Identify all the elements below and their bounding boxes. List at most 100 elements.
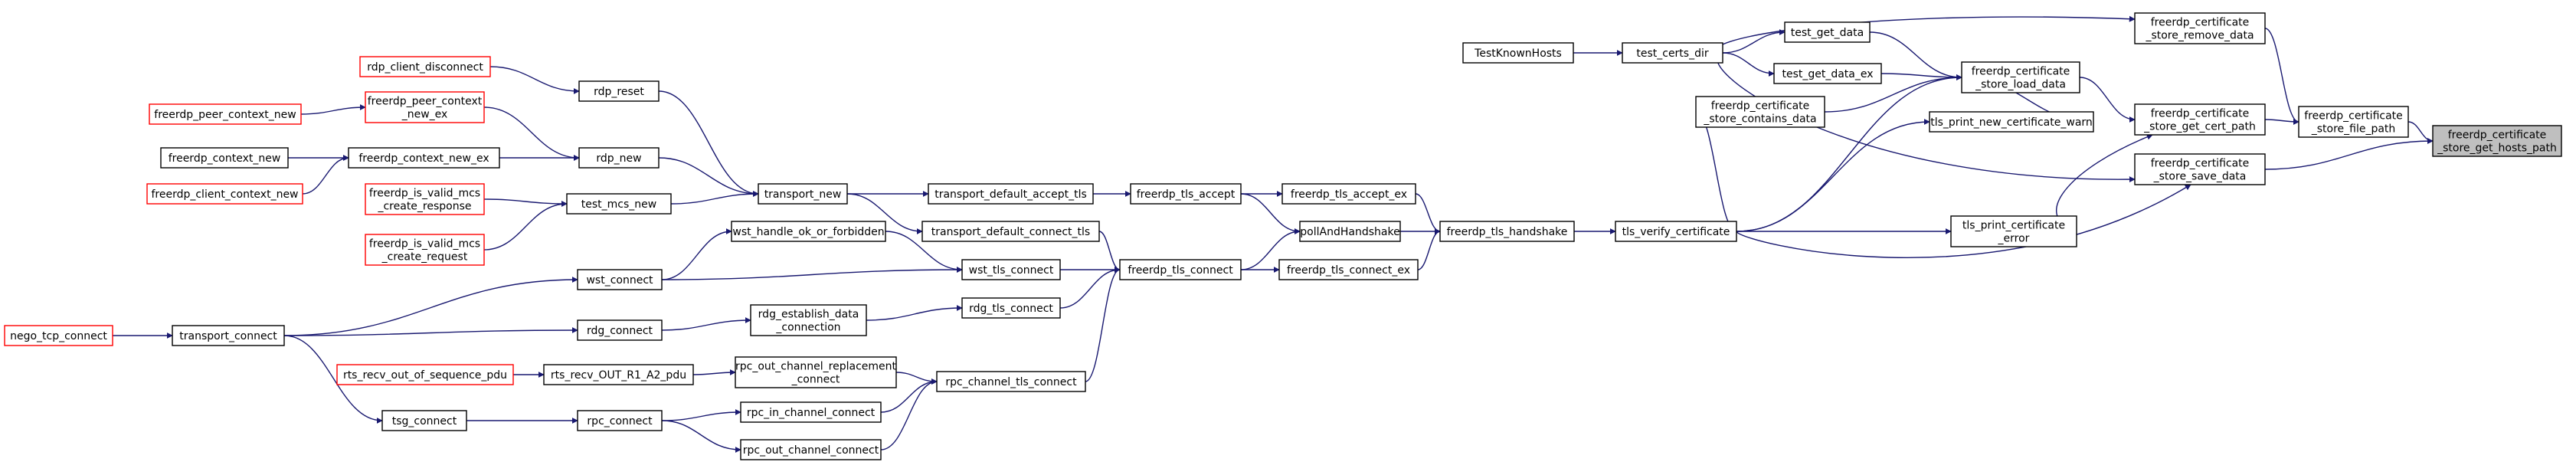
- node-rpc-out-channel-replacement-connect[interactable]: rpc_out_channel_replacement_connect: [735, 356, 897, 388]
- node-box: [961, 259, 1061, 280]
- node-box: [543, 364, 694, 385]
- node-label: freerdp_context_new_ex: [358, 152, 489, 165]
- edge-n_rpc_replace-to-n_rpc_tls: [895, 372, 938, 385]
- node-box: [936, 371, 1086, 392]
- edge-path: [1695, 109, 1737, 232]
- node-transport-default-connect-tls[interactable]: transport_default_connect_tls: [921, 221, 1100, 242]
- node-freerdp-tls-handshake[interactable]: freerdp_tls_handshake: [1439, 221, 1575, 242]
- node-box: [1961, 61, 2080, 93]
- node-rts-recv-out-of-sequence-pdu[interactable]: rts_recv_out_of_sequence_pdu: [336, 364, 514, 385]
- node-label: rdg_connect: [587, 325, 653, 337]
- node-tsg-connect[interactable]: tsg_connect: [381, 410, 467, 431]
- node-rdg-tls-connect[interactable]: rdg_tls_connect: [961, 297, 1061, 319]
- node-box: [1784, 21, 1871, 43]
- node-freerdp-certificate-store-save-data[interactable]: freerdp_certificate_store_save_data: [2134, 153, 2266, 185]
- node-freerdp-tls-connect-ex[interactable]: freerdp_tls_connect_ex: [1278, 259, 1419, 280]
- node-tls-print-certificate-error[interactable]: tls_print_certificate_error: [1950, 215, 2077, 247]
- node-label: _store_file_path: [2311, 123, 2396, 136]
- node-rts-recv-out-r1-a2-pdu[interactable]: rts_recv_OUT_R1_A2_pdu: [543, 364, 694, 385]
- node-rdp-new[interactable]: rdp_new: [578, 147, 660, 169]
- node-rdg-establish-data-connection[interactable]: rdg_establish_data_connection: [750, 304, 867, 336]
- node-label: _store_load_data: [1975, 79, 2066, 91]
- edge-path: [692, 369, 736, 376]
- node-freerdp-tls-connect[interactable]: freerdp_tls_connect: [1119, 259, 1242, 280]
- node-label: wst_handle_ok_or_forbidden: [732, 226, 884, 238]
- node-wst-handle-ok-or-forbidden[interactable]: wst_handle_ok_or_forbidden: [731, 221, 886, 242]
- edge-path: [2264, 28, 2299, 125]
- node-label: _connect: [791, 374, 840, 386]
- node-label: transport_default_accept_tls: [934, 188, 1087, 201]
- node-freerdp-context-new[interactable]: freerdp_context_new: [160, 147, 289, 169]
- edge-n_rdg_establish-to-n_rdg_tls: [866, 305, 963, 321]
- node-label: freerdp_tls_handshake: [1447, 226, 1568, 238]
- node-freerdp-certificate-store-remove-data[interactable]: freerdp_certificate_store_remove_data: [2134, 12, 2266, 44]
- node-rdg-connect[interactable]: rdg_connect: [577, 319, 663, 341]
- node-box: [365, 91, 485, 123]
- node-freerdp-is-valid-mcs-create-response[interactable]: freerdp_is_valid_mcs_create_response: [365, 183, 485, 215]
- node-rdp-reset[interactable]: rdp_reset: [578, 80, 660, 102]
- node-freerdp-tls-accept-ex[interactable]: freerdp_tls_accept_ex: [1281, 183, 1416, 205]
- node-freerdp-certificate-store-load-data[interactable]: freerdp_certificate_store_load_data: [1961, 61, 2080, 93]
- node-label: rdp_client_disconnect: [367, 61, 483, 74]
- edge-n_certs_dir-to-n_get_data: [1722, 29, 1786, 54]
- node-transport-connect[interactable]: transport_connect: [172, 325, 285, 346]
- node-box: [160, 147, 289, 169]
- node-box: [2298, 106, 2409, 138]
- node-rpc-channel-tls-connect[interactable]: rpc_channel_tls_connect: [936, 371, 1086, 392]
- node-freerdp-certificate-store-file-path[interactable]: freerdp_certificate_store_file_path: [2298, 106, 2409, 138]
- node-box: [1299, 221, 1401, 242]
- node-test-get-data[interactable]: test_get_data: [1784, 21, 1871, 43]
- node-label: test_get_data_ex: [1782, 68, 1873, 80]
- node-transport-default-accept-tls[interactable]: transport_default_accept_tls: [928, 183, 1094, 205]
- node-freerdp-peer-context-new-ex[interactable]: freerdp_peer_context_new_ex: [365, 91, 485, 123]
- node-nego-tcp-connect[interactable]: nego_tcp_connect: [4, 325, 113, 346]
- node-label: freerdp_peer_context: [368, 96, 483, 108]
- node-freerdp-certificate-store-get-hosts-path[interactable]: freerdp_certificate_store_get_hosts_path: [2432, 125, 2562, 157]
- node-box: [577, 410, 663, 431]
- node-freerdp-certificate-store-contains-data[interactable]: freerdp_certificate_store_contains_data: [1695, 96, 1825, 128]
- node-testknownhosts[interactable]: TestKnownHosts: [1462, 42, 1574, 64]
- edge-path: [661, 267, 963, 280]
- node-freerdp-is-valid-mcs-create-request[interactable]: freerdp_is_valid_mcs_create_request: [365, 234, 485, 266]
- edge-n_save_data-to-root: [2264, 138, 2434, 170]
- node-label: _store_get_cert_path: [2143, 121, 2256, 133]
- node-label: _store_remove_data: [2145, 30, 2254, 42]
- node-wst-connect[interactable]: wst_connect: [577, 269, 663, 290]
- node-freerdp-tls-accept[interactable]: freerdp_tls_accept: [1130, 183, 1242, 205]
- edge-n_valid_req-to-n_test_mcs: [483, 201, 568, 251]
- edge-n_verify-to-n_contains: [1695, 109, 1737, 232]
- node-wst-tls-connect[interactable]: wst_tls_connect: [961, 259, 1061, 280]
- node-box: [1615, 221, 1737, 242]
- node-label: freerdp_tls_connect_ex: [1287, 264, 1410, 277]
- node-rpc-out-channel-connect[interactable]: rpc_out_channel_connect: [740, 439, 882, 460]
- node-freerdp-certificate-store-get-cert-path[interactable]: freerdp_certificate_store_get_cert_path: [2134, 103, 2266, 136]
- node-freerdp-context-new-ex[interactable]: freerdp_context_new_ex: [348, 147, 500, 169]
- node-box: [146, 183, 303, 205]
- node-rdp-client-disconnect[interactable]: rdp_client_disconnect: [359, 56, 491, 77]
- node-label: rdg_tls_connect: [969, 303, 1053, 315]
- node-test-get-data-ex[interactable]: test_get_data_ex: [1773, 63, 1882, 84]
- node-label: transport_default_connect_tls: [931, 226, 1090, 238]
- node-rpc-connect[interactable]: rpc_connect: [577, 410, 663, 431]
- node-test-certs-dir[interactable]: test_certs_dir: [1622, 42, 1723, 64]
- node-tls-verify-certificate[interactable]: tls_verify_certificate: [1615, 221, 1737, 242]
- edge-path: [2264, 138, 2434, 170]
- node-box: [740, 401, 882, 423]
- edge-path: [483, 106, 580, 161]
- edge-n_tls_connect-to-n_poll: [1240, 228, 1301, 270]
- edge-n_rts_recv-to-n_rpc_replace: [692, 369, 736, 376]
- node-freerdp-client-context-new[interactable]: freerdp_client_context_new: [146, 183, 303, 205]
- node-freerdp-peer-context-new[interactable]: freerdp_peer_context_new: [149, 103, 302, 125]
- node-pollandhandshake[interactable]: pollAndHandshake: [1299, 221, 1401, 242]
- node-transport-new[interactable]: transport_new: [758, 183, 848, 205]
- node-label: freerdp_is_valid_mcs: [369, 238, 480, 251]
- node-box: [2134, 103, 2266, 136]
- node-test-mcs-new[interactable]: test_mcs_new: [566, 193, 672, 215]
- node-label: freerdp_certificate: [2304, 110, 2403, 123]
- edge-n_verify-to-n_new_cert_warn: [1736, 119, 1930, 232]
- node-label: freerdp_certificate: [2151, 158, 2250, 170]
- node-tls-print-new-certificate-warn[interactable]: tls_print_new_certificate_warn: [1929, 111, 2094, 133]
- edge-n_transport_connect-to-n_wst_connect: [283, 277, 578, 336]
- node-rpc-in-channel-connect[interactable]: rpc_in_channel_connect: [740, 401, 882, 423]
